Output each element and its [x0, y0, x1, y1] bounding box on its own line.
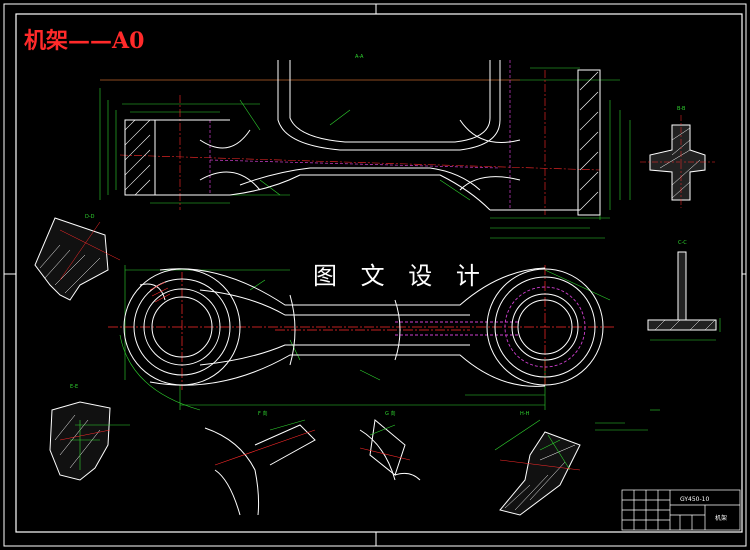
drawing-title: 机架——A0 — [24, 28, 144, 54]
label-d-d: D-D — [85, 214, 95, 220]
section-b-b: B-B — [640, 106, 715, 208]
title-block — [621, 489, 741, 531]
view-f: F 向 — [204, 410, 316, 516]
label-e-e: E-E — [70, 384, 78, 390]
label-a-a: A-A — [355, 54, 364, 60]
label-g-view: G 向 — [385, 410, 395, 417]
top-view-section: A-A — [99, 54, 631, 239]
title-block-name: 机架 — [715, 514, 727, 522]
title-block-drawing-no: GY450-10 — [680, 496, 709, 503]
label-f-view: F 向 — [258, 410, 267, 417]
section-d-d: D-D — [34, 214, 121, 301]
section-e-e: E-E — [49, 384, 130, 481]
label-c-c: C-C — [678, 240, 687, 246]
label-h-h: H-H — [520, 411, 530, 417]
watermark-text: 图 文 设 计 — [313, 262, 488, 290]
technical-notes — [595, 409, 660, 431]
drawing-frame — [3, 3, 747, 547]
section-c-c: C-C — [647, 240, 721, 341]
section-h-h: H-H — [494, 411, 581, 516]
view-g: G 向 — [359, 410, 421, 481]
main-plan-view — [108, 265, 615, 411]
label-b-b: B-B — [677, 106, 686, 112]
